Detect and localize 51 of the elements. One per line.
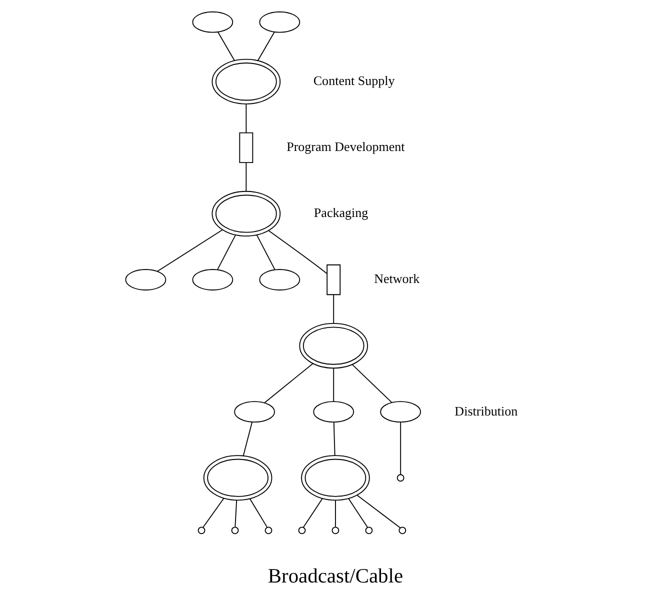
connector — [248, 498, 268, 528]
connector — [351, 364, 392, 403]
node-box — [238, 132, 253, 164]
node-ellipse — [258, 269, 300, 290]
node-cloud — [300, 455, 370, 501]
connector — [264, 363, 313, 404]
connector — [256, 234, 275, 270]
connector — [256, 32, 274, 61]
connector — [202, 498, 224, 528]
node-circle — [331, 526, 339, 534]
label: Content Supply — [312, 73, 394, 88]
node-ellipse — [258, 11, 300, 33]
node-circle — [197, 526, 205, 534]
node-circle — [364, 526, 372, 534]
connector — [216, 234, 236, 270]
node-circle — [264, 526, 272, 534]
node-circle — [398, 526, 406, 534]
connector — [242, 422, 252, 456]
label: Packaging — [313, 205, 368, 220]
connector — [332, 422, 335, 456]
connector — [332, 368, 334, 402]
connector — [332, 294, 334, 324]
connector — [156, 229, 222, 272]
node-ellipse — [192, 269, 233, 290]
label: Program Development — [286, 139, 404, 154]
label: Network — [374, 271, 420, 286]
node-box — [326, 264, 340, 296]
connector — [245, 162, 246, 192]
node-circle — [298, 526, 306, 534]
node-cloud — [211, 190, 280, 236]
connector — [216, 32, 234, 61]
connector — [245, 104, 246, 133]
node-ellipse — [124, 269, 166, 290]
node-cloud — [202, 455, 272, 501]
connector — [234, 500, 237, 528]
label: Distribution — [454, 403, 518, 418]
node-ellipse — [380, 401, 421, 423]
node-ellipse — [192, 11, 233, 33]
node-cloud — [211, 58, 280, 104]
connector — [400, 422, 401, 475]
node-ellipse — [234, 401, 274, 423]
node-circle — [230, 526, 238, 534]
connector — [348, 498, 368, 528]
node-ellipse — [312, 401, 354, 423]
label: Broadcast/Cable — [267, 566, 403, 588]
connector — [356, 494, 400, 528]
connector — [334, 500, 336, 528]
node-cloud — [298, 323, 368, 369]
connector — [268, 230, 327, 274]
connector — [302, 498, 322, 528]
node-circle — [396, 474, 404, 482]
